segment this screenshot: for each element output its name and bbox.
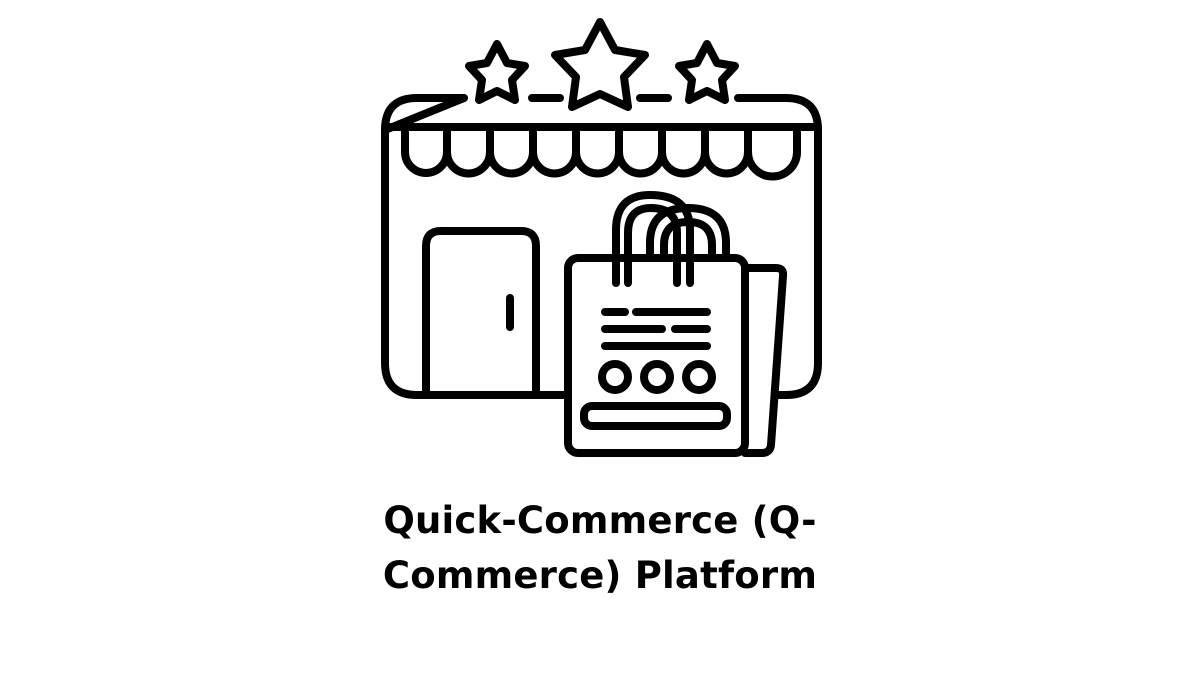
caption-line-2: Commerce) Platform: [382, 554, 818, 597]
storefront-icon: [381, 94, 822, 399]
bag-side-panel: [741, 264, 788, 457]
caption-line-1: Quick-Commerce (Q-: [383, 499, 817, 542]
storefront-illustration: [381, 18, 822, 457]
bag-buttons: [598, 360, 716, 394]
star-icon-right: [675, 40, 739, 104]
bag-front-handle: [612, 191, 694, 287]
building-outline: [381, 94, 822, 399]
star-icon-center: [551, 18, 649, 111]
bag-bottom-bar: [580, 402, 731, 430]
caption-title: Quick-Commerce (Q- Commerce) Platform: [0, 493, 1200, 603]
door-icon: [422, 227, 540, 399]
shopping-bag-icon: [564, 191, 788, 457]
star-icon-left: [465, 40, 529, 104]
awning-scallops: [401, 123, 801, 181]
rating-stars: [465, 18, 739, 111]
bag-label-lines: [601, 308, 711, 350]
